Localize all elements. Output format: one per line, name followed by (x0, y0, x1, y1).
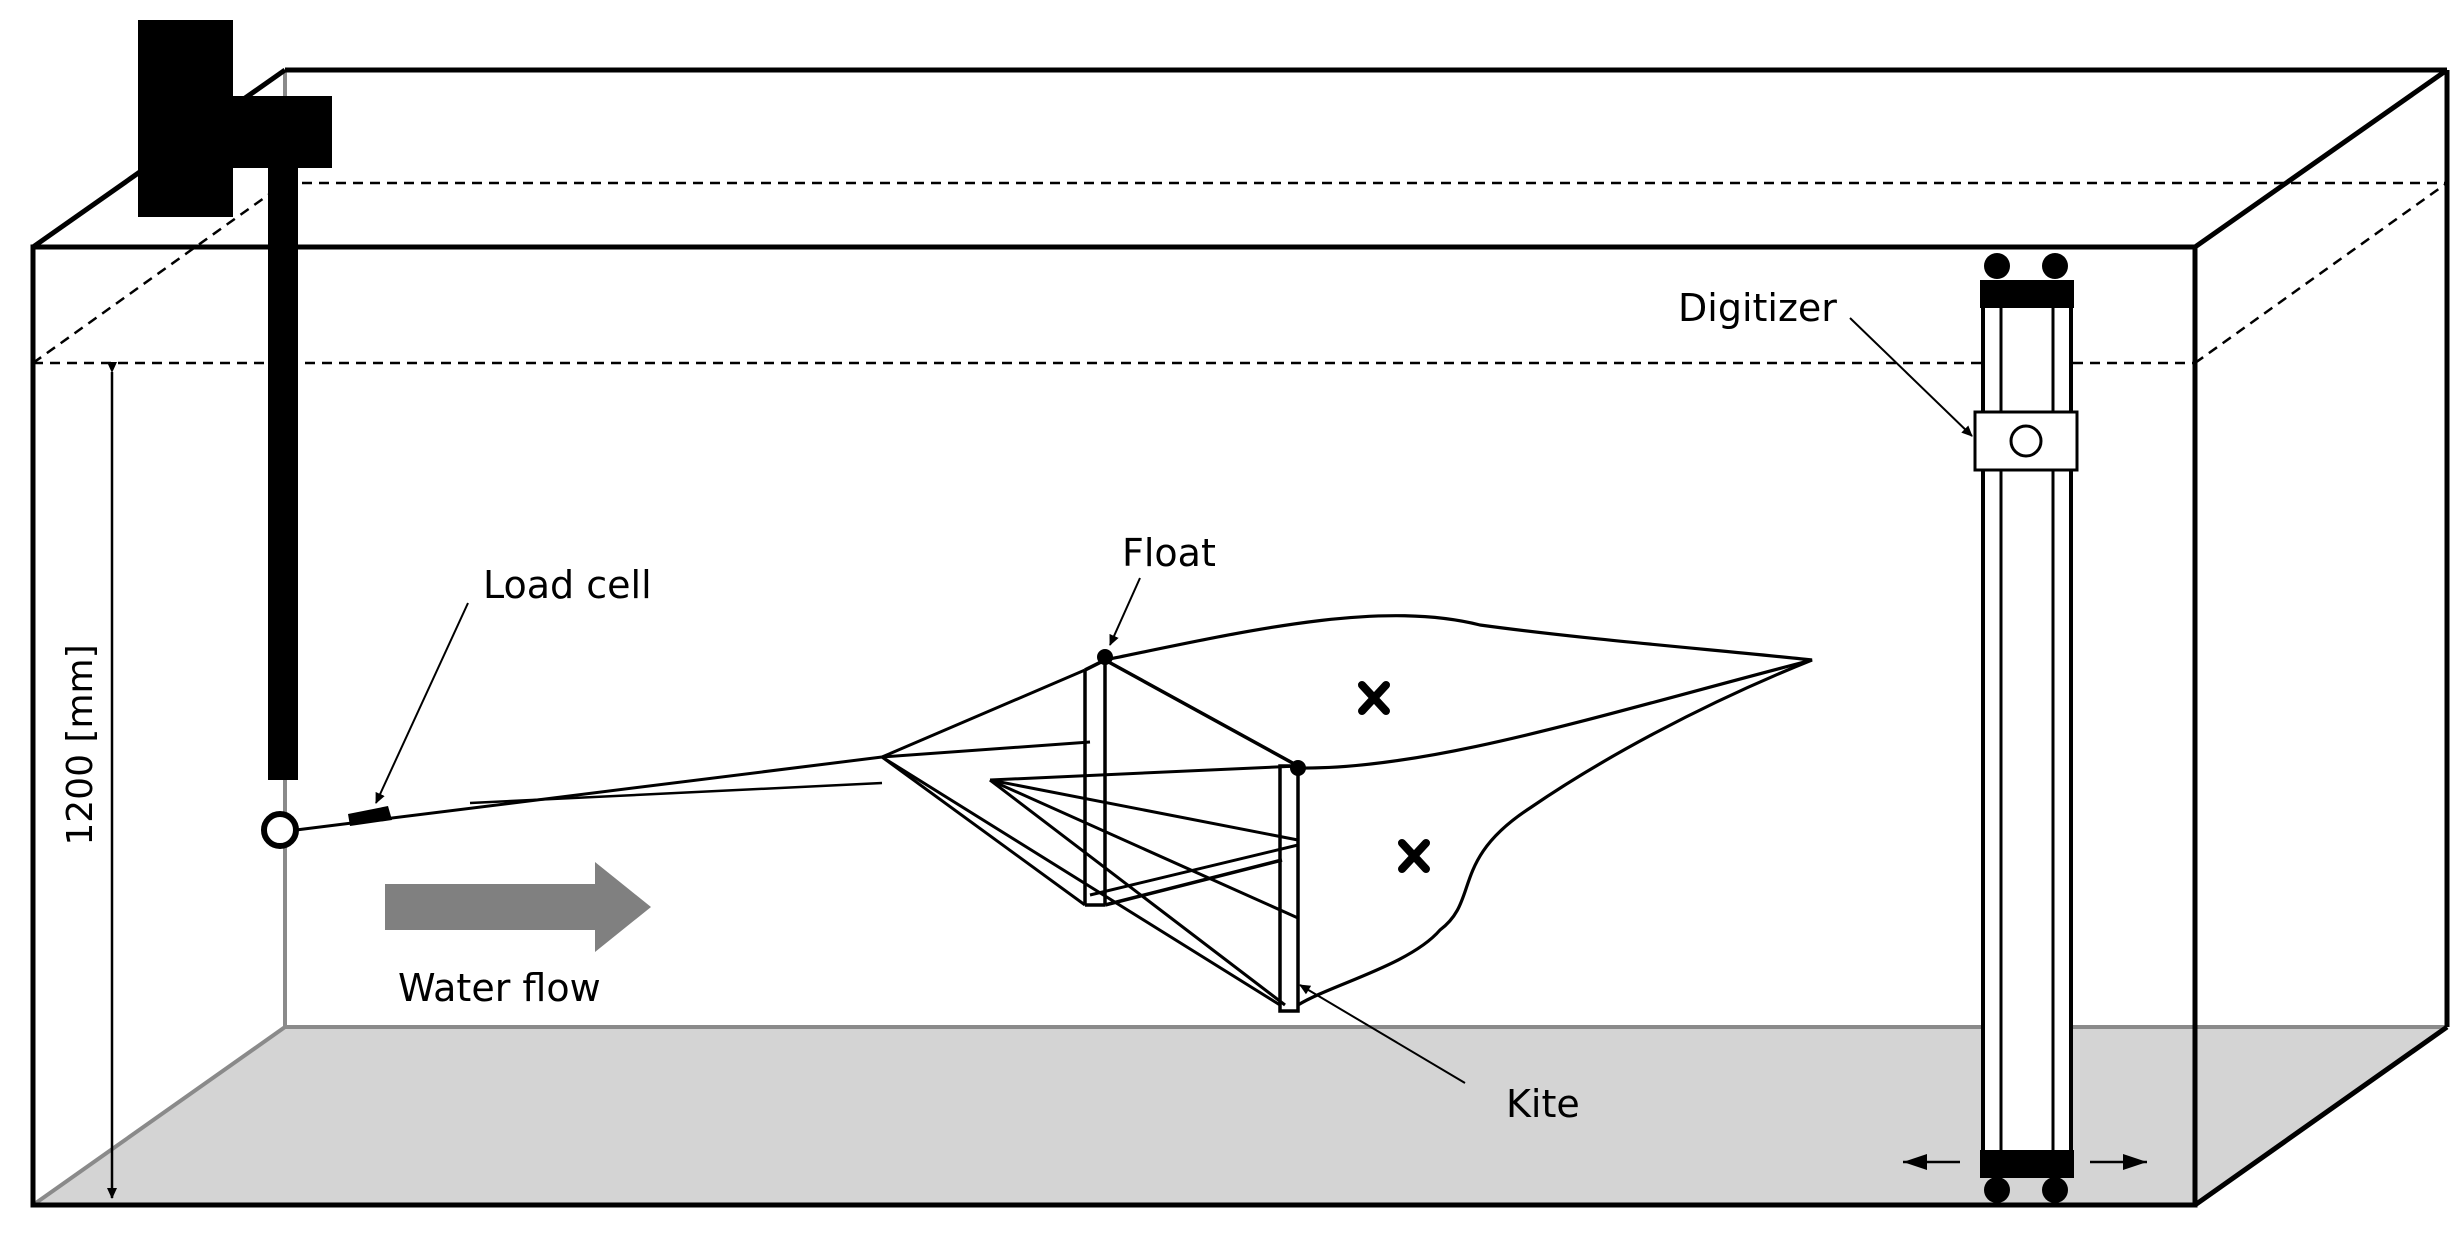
float-leader (1109, 577, 1141, 646)
load-cell (348, 806, 392, 826)
float-marker (1097, 649, 1113, 665)
floor-left-edge (31, 1025, 287, 1207)
load-cell-label: Load cell (483, 563, 652, 607)
water-flow-label: Water flow (398, 966, 601, 1010)
bridle-lines (881, 668, 1299, 1007)
tank-frame (30, 67, 2450, 1208)
kite-leader (1299, 984, 1466, 1084)
net-body-lower (1297, 658, 1813, 1007)
net-body (1104, 614, 1813, 770)
towing-carriage (138, 20, 332, 217)
rail-caps (1980, 253, 2074, 1203)
kite-label: Kite (1506, 1082, 1580, 1126)
digitizer-label: Digitizer (1678, 286, 1837, 330)
tow-line (295, 755, 883, 832)
x-mark-icon (1358, 681, 1430, 873)
digitizer-leader (1849, 317, 1973, 437)
kite-marker (1290, 760, 1306, 776)
float-label: Float (1122, 531, 1216, 575)
tow-line-lower (469, 781, 883, 805)
digitizer-sensor (2009, 424, 2043, 458)
depth-label: 1200 [mm] (60, 644, 101, 845)
water-surface (32, 181, 2448, 365)
arrow-right-icon (385, 862, 651, 952)
load-cell-leader (375, 602, 469, 804)
tank-floor (33, 1027, 2447, 1205)
attachment-ring (261, 811, 299, 849)
net-frame (1083, 658, 1300, 1013)
towing-post (268, 165, 298, 780)
